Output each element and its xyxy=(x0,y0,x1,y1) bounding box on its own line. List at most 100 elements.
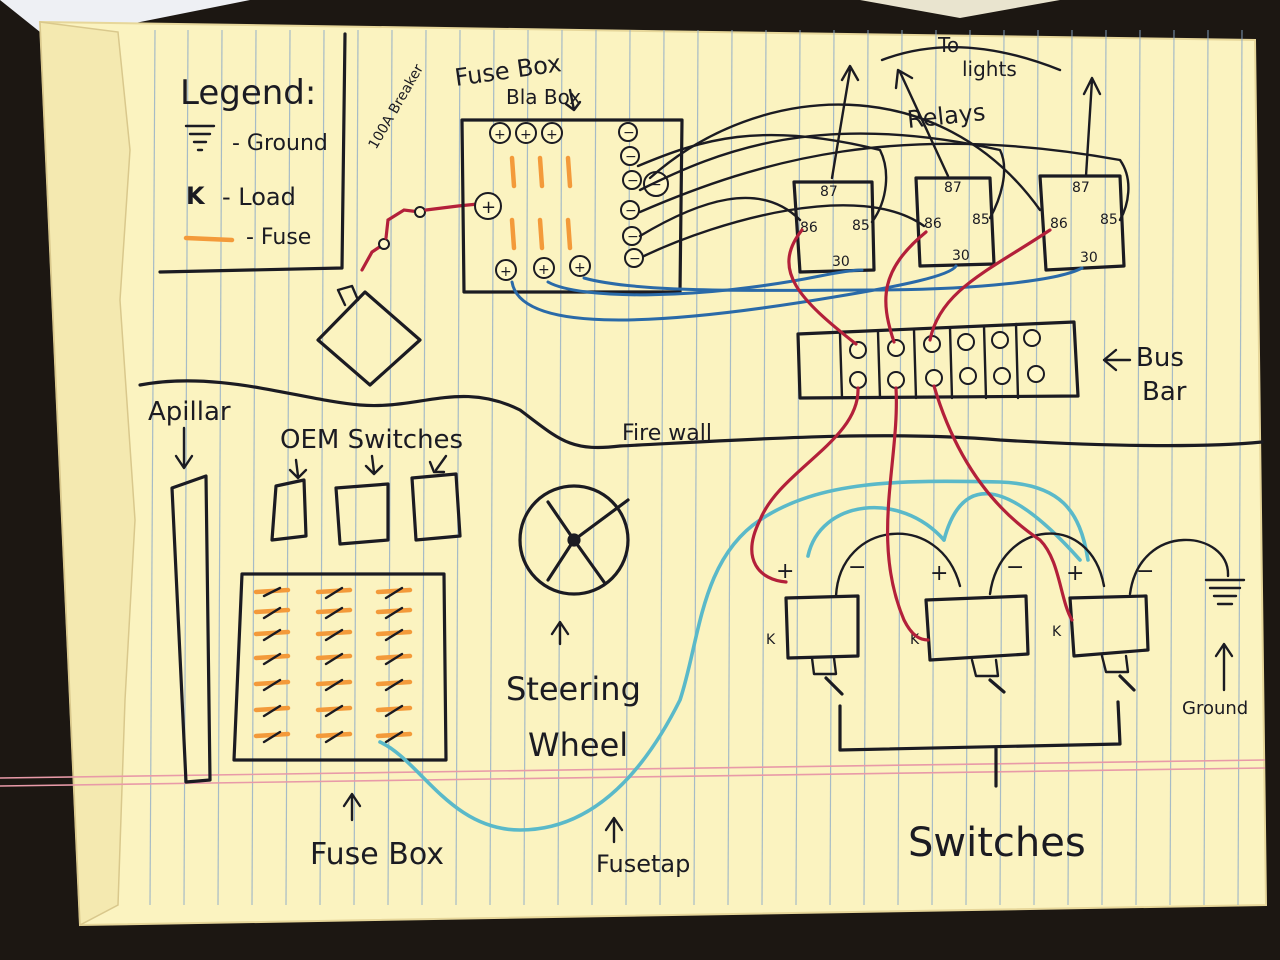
ground-label: Ground xyxy=(1182,698,1248,719)
svg-text:+: + xyxy=(494,127,506,143)
svg-text:−: − xyxy=(625,203,637,219)
svg-text:+: + xyxy=(500,264,512,280)
bus-bar-arrow-icon xyxy=(1102,348,1132,372)
switch-3-plus: + xyxy=(1066,561,1084,586)
legend-title: Legend: xyxy=(180,73,316,113)
to-lights-arrows xyxy=(830,45,1102,180)
steering-arrow-icon xyxy=(550,620,570,646)
battery-terminal xyxy=(336,284,360,307)
breaker-terminal-out xyxy=(414,206,426,218)
a-pillar-label: Apillar xyxy=(148,397,231,427)
paper-corner-top-right xyxy=(860,0,1060,18)
legend-load-label: - Load xyxy=(222,183,296,211)
switches-label: Switches xyxy=(908,820,1086,866)
svg-text:+: + xyxy=(538,262,550,278)
wheel-label: Wheel xyxy=(528,726,628,764)
switch-1-plus: + xyxy=(776,559,794,584)
svg-text:85: 85 xyxy=(972,212,990,228)
chassis-ground-icon xyxy=(1204,578,1246,606)
svg-text:−: − xyxy=(627,229,639,245)
battery xyxy=(316,284,422,387)
legend-border xyxy=(158,32,347,274)
svg-text:85: 85 xyxy=(852,218,870,234)
to-label: To xyxy=(937,33,959,57)
a-pillar-shape xyxy=(170,474,212,784)
oem-switch-1 xyxy=(270,478,308,542)
oem-fuse-box-label: Fuse Box xyxy=(310,837,444,872)
switch-1-load-icon: K xyxy=(766,632,776,648)
steering-label: Steering xyxy=(506,670,641,708)
svg-text:+: + xyxy=(520,127,532,143)
oem-switches-label: OEM Switches xyxy=(280,425,463,455)
svg-text:87: 87 xyxy=(944,180,962,196)
aux-switch-3: + − K xyxy=(1052,559,1154,692)
breaker-terminal-in xyxy=(378,238,390,250)
svg-text:−: − xyxy=(650,177,662,193)
oem-switch-3 xyxy=(410,472,462,542)
notepad-sheet xyxy=(38,20,1268,927)
steering-wheel xyxy=(518,484,630,596)
aux-fuses xyxy=(509,155,573,251)
bla-box-arrow-icon xyxy=(564,88,582,112)
switch-3-load-icon: K xyxy=(1052,624,1062,640)
switch-ground-jumpers xyxy=(834,532,1246,606)
breaker-wire xyxy=(384,208,422,240)
relay-1: 87 86 85 30 xyxy=(792,180,876,274)
bus-bar xyxy=(796,320,1080,400)
oem-fuse-box-arrow-icon xyxy=(342,792,362,822)
aux-main-plus-terminal xyxy=(474,192,502,220)
switch-2-load-icon: K xyxy=(910,632,920,648)
notepad-binding xyxy=(39,21,136,927)
relay-1-output-arrow-icon xyxy=(830,64,860,180)
oem-switch-arrows-icon xyxy=(288,454,448,480)
svg-text:−: − xyxy=(625,149,637,165)
battery-body xyxy=(316,290,422,387)
aux-switch-1: + − K xyxy=(766,555,866,696)
load-symbol-icon: K xyxy=(186,182,206,210)
fusetap-label: Fusetap xyxy=(596,850,690,878)
legend: Legend: - Ground K - Load - Fuse xyxy=(158,32,347,274)
a-pillar-arrow-icon xyxy=(174,426,194,470)
svg-text:30: 30 xyxy=(832,254,850,270)
fuse-symbol-icon xyxy=(183,235,235,243)
switch-2-plus: + xyxy=(930,561,948,586)
oem-fuse-marks xyxy=(262,586,404,744)
svg-text:86: 86 xyxy=(1050,216,1068,232)
relay-ground-wires xyxy=(636,103,1130,258)
svg-text:+: + xyxy=(546,127,558,143)
svg-text:−: − xyxy=(627,173,639,189)
legend-fuse-label: - Fuse xyxy=(246,225,311,250)
switch-1-minus: − xyxy=(848,555,866,580)
svg-text:+: + xyxy=(574,260,586,276)
ground-symbol-icon xyxy=(184,124,216,152)
svg-text:30: 30 xyxy=(1080,250,1098,266)
switch-2-minus: − xyxy=(1006,555,1024,580)
bar-label: Bar xyxy=(1142,377,1187,407)
oem-fuse-rows xyxy=(253,587,413,739)
fusetap-wire xyxy=(378,479,1090,832)
relay-3-output-arrow-icon xyxy=(1082,76,1102,178)
bla-box-label: Bla Box xyxy=(506,85,581,109)
svg-text:86: 86 xyxy=(924,216,942,232)
svg-text:−: − xyxy=(629,251,641,267)
svg-text:86: 86 xyxy=(800,220,818,236)
fusetap-arrow-icon xyxy=(604,816,624,844)
oem-fuse-box xyxy=(232,572,448,762)
aux-plus-terminals-bottom: + + + xyxy=(495,255,591,281)
switches-bracket xyxy=(838,700,1122,788)
svg-text:87: 87 xyxy=(1072,180,1090,196)
legend-ground-label: - Ground xyxy=(232,131,328,156)
relay-3: 87 86 85 30 xyxy=(1038,174,1126,272)
bus-to-switch-red-wires xyxy=(750,384,1074,642)
switch-3-minus: − xyxy=(1136,559,1154,584)
aux-main-plus-label: + xyxy=(481,197,496,218)
firewall-label: Fire wall xyxy=(622,421,712,446)
svg-text:85: 85 xyxy=(1100,212,1118,228)
lights-bracket xyxy=(880,45,1062,72)
oem-switch-2 xyxy=(334,482,390,546)
breaker-to-fusebox-wire xyxy=(424,202,480,212)
ground-arrow-icon xyxy=(1214,642,1234,692)
bus-bar-terminals xyxy=(849,329,1045,389)
aux-plus-terminals-top: + + + xyxy=(489,122,563,144)
